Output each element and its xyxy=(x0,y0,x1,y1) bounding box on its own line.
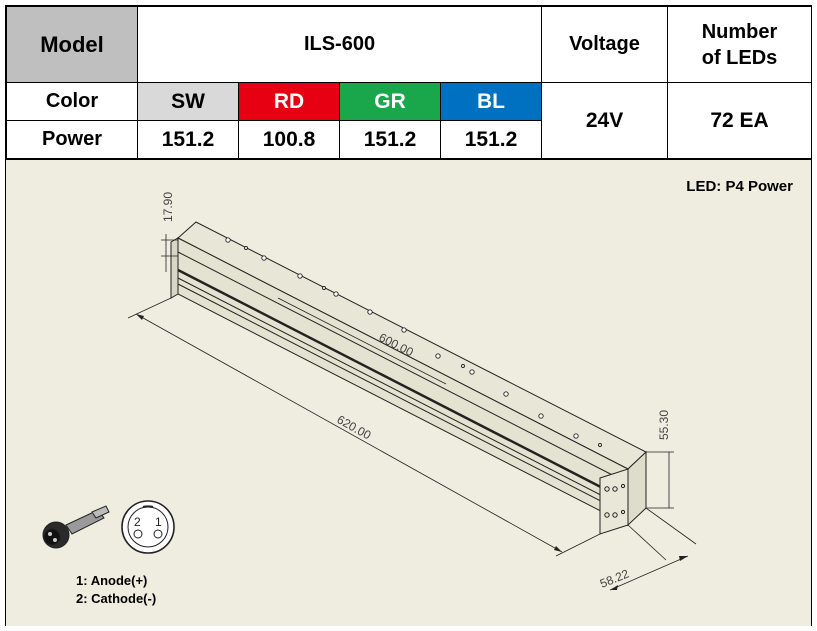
end-hole xyxy=(620,483,626,489)
power-sw: 151.2 xyxy=(137,120,239,159)
connector-pin-label: 2 xyxy=(134,515,141,529)
groove-line xyxy=(177,277,629,510)
connector-icon xyxy=(42,505,110,549)
model-value: ILS-600 xyxy=(136,6,543,83)
leds-value: 72 EA xyxy=(667,82,813,159)
color-sw: SW xyxy=(137,82,239,121)
color-gr: GR xyxy=(339,82,441,121)
spec-table: Model ILS-600 Voltage Number of LEDs Col… xyxy=(6,6,813,159)
power-gr: 151.2 xyxy=(339,120,441,159)
voltage-value: 24V xyxy=(541,82,669,159)
power-rd: 100.8 xyxy=(238,120,340,159)
leds-label: Number of LEDs xyxy=(667,6,813,83)
end-hole xyxy=(612,486,618,492)
pin-anode: 1: Anode(+) xyxy=(76,573,148,588)
led-note: LED: P4 Power xyxy=(686,178,793,195)
end-hole xyxy=(604,512,610,518)
dim-total-length: 620.00 xyxy=(335,412,374,442)
dim-width: 58.22 xyxy=(598,566,631,590)
color-label: Color xyxy=(6,82,138,121)
leds-label-line1: Number xyxy=(701,20,778,43)
bar-drawing: 17.90 600.00 620.00 55.30 58.22 2 xyxy=(42,192,697,591)
leds-label-line2: of LEDs xyxy=(701,46,778,69)
groove-line xyxy=(177,251,629,484)
end-hole xyxy=(612,512,618,518)
connector-face-icon xyxy=(121,500,175,554)
color-bl: BL xyxy=(439,82,543,121)
end-hole xyxy=(604,486,610,492)
spec-sheet: Model ILS-600 Voltage Number of LEDs Col… xyxy=(5,5,813,626)
pin-cathode: 2: Cathode(-) xyxy=(76,591,157,606)
model-label: Model xyxy=(6,6,138,83)
groove-line xyxy=(177,283,629,516)
color-rd: RD xyxy=(238,82,340,121)
dim-height: 17.90 xyxy=(161,192,175,222)
bar-front-face xyxy=(177,237,629,526)
end-hole xyxy=(620,509,626,515)
dim-side: 55.30 xyxy=(657,410,671,440)
dimension-arrows xyxy=(136,314,688,590)
groove-line xyxy=(177,268,629,503)
right-end-plate xyxy=(599,468,629,535)
left-end-plate xyxy=(170,237,179,299)
technical-drawing: LED: P4 Power xyxy=(6,159,811,626)
power-bl: 151.2 xyxy=(439,120,543,159)
pin-legend: 1: Anode(+) 2: Cathode(-) xyxy=(76,572,156,608)
power-label: Power xyxy=(6,120,138,159)
mounting-holes xyxy=(225,237,602,447)
voltage-label: Voltage xyxy=(541,6,669,83)
connector-pin-label: 1 xyxy=(155,515,162,529)
